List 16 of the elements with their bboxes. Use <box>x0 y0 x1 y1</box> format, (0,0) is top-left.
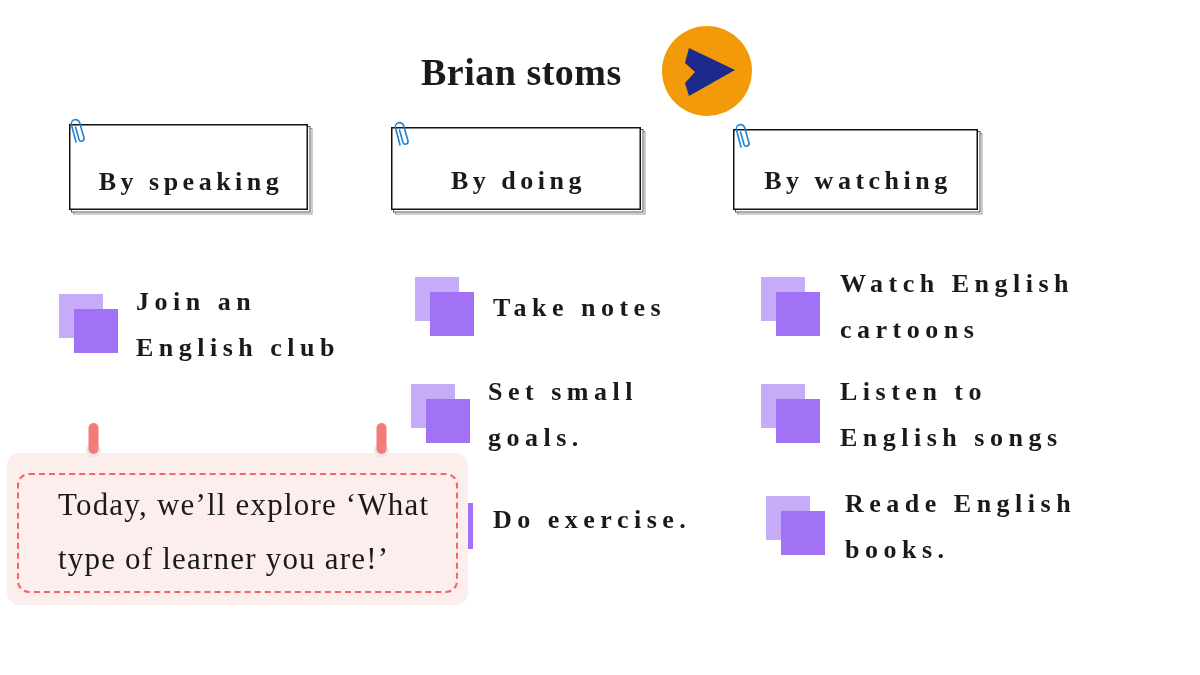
note-card <box>17 473 458 593</box>
item-text: Join an English club <box>136 286 341 364</box>
item-text: Set small goals. <box>488 376 639 454</box>
item-text: Watch English cartoons <box>840 268 1076 346</box>
item-text: Listen to English songs <box>840 376 1064 454</box>
card-heading: By speaking <box>98 166 284 198</box>
heading-card <box>391 127 646 215</box>
heading-card <box>69 124 313 215</box>
card-heading: By watching <box>764 165 952 197</box>
heading-card <box>733 129 983 215</box>
item-text: Reade English books. <box>845 488 1078 566</box>
item-text: Take notes <box>493 292 667 324</box>
title: Brian stoms <box>421 50 622 95</box>
note-text: Today, we’ll explore ‘What type of learner you are!’ <box>58 486 431 578</box>
item-text: Do exercise. <box>493 504 692 536</box>
card-heading: By doing <box>451 165 586 197</box>
